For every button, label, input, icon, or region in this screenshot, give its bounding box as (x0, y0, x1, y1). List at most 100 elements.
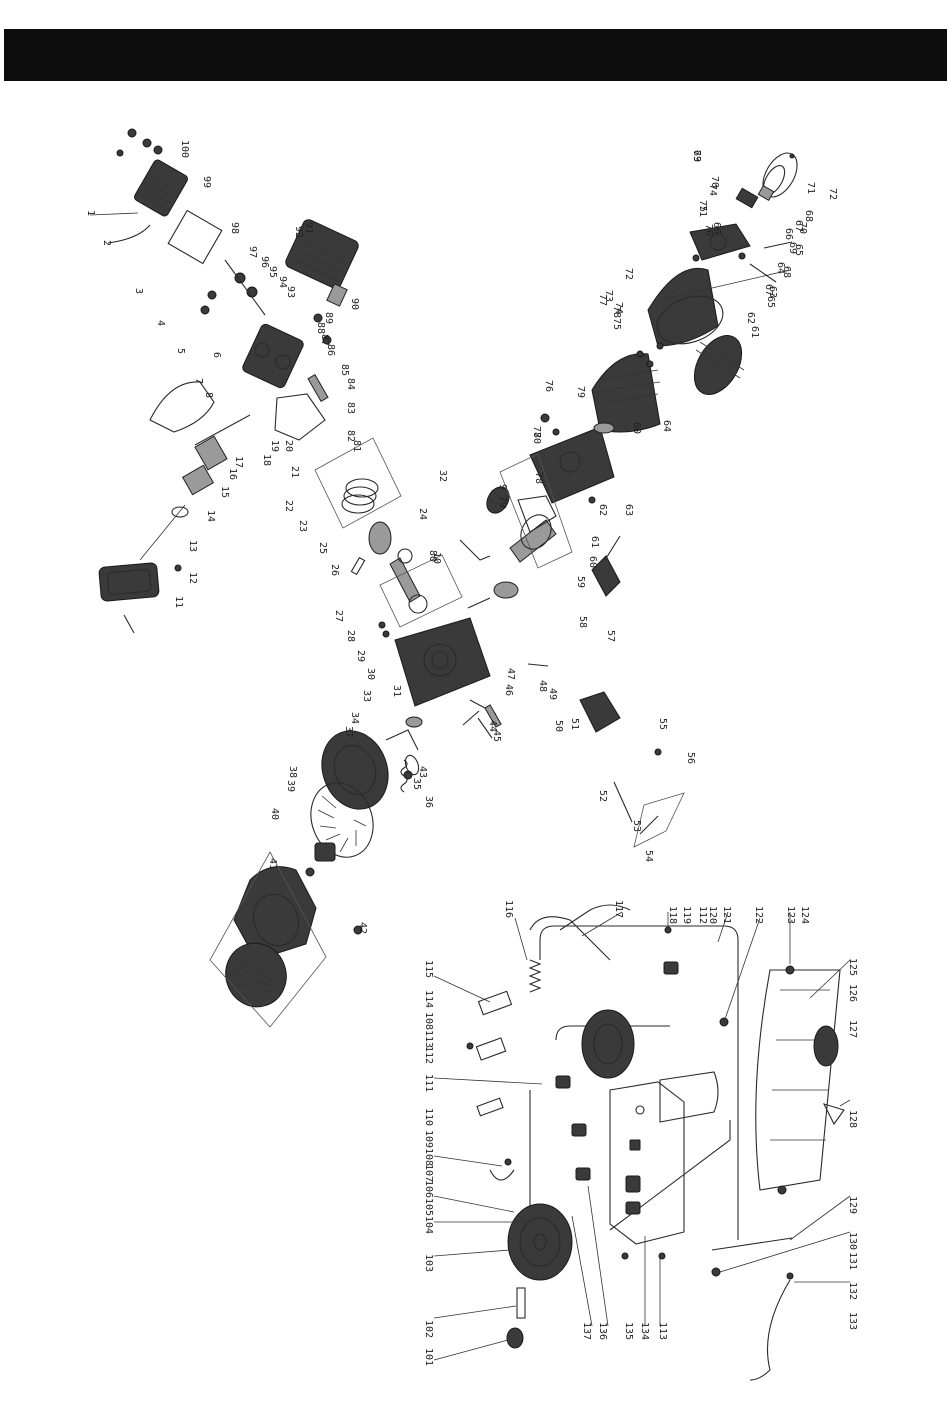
fan-cover (225, 942, 287, 1008)
part-number-label: 30 (365, 668, 376, 680)
part-number-label: 27 (333, 610, 344, 622)
vibration-spring (528, 959, 542, 993)
part-number-label: 88 (315, 322, 326, 334)
part-number-label: 3 (133, 288, 144, 294)
part-number-label: 72 (623, 268, 634, 280)
fuel-tank (755, 969, 841, 1191)
crankcase-cover (529, 426, 615, 504)
part-number-label: 61 (749, 326, 760, 338)
part-number-label: 75 (697, 200, 708, 212)
part-number-label: 45 (491, 730, 502, 742)
part-number-label: 5 (175, 348, 186, 354)
part-number-label: 137 (581, 1322, 592, 1340)
part-number-label: 82 (345, 430, 356, 442)
carburetor (181, 435, 228, 496)
part-number-label: 50 (553, 720, 564, 732)
part-number-label: 1 (85, 210, 96, 216)
part-number-label: 46 (503, 684, 514, 696)
part-number-label: 47 (505, 668, 516, 680)
part-number-label: 117 (613, 900, 624, 918)
part-number-label: 85 (339, 364, 350, 376)
muffler (285, 219, 359, 307)
part-number-label: 103 (423, 1254, 434, 1272)
part-number-label: 94 (277, 276, 288, 288)
part-number-label: 63 (623, 504, 634, 516)
control-panel (609, 1081, 685, 1245)
spark-plug (307, 374, 329, 402)
frame-assembly (466, 904, 845, 1381)
part-number-label: 123 (785, 906, 796, 924)
wheel-upper (581, 1009, 635, 1079)
part-number-label: 102 (423, 1320, 434, 1338)
part-number-label: 57 (605, 630, 616, 642)
part-number-label: 80 (531, 432, 542, 444)
part-number-label: 9 (497, 484, 508, 490)
alternator-part-labels: 6970686766656463626160717273747576777879… (427, 150, 814, 562)
part-number-label: 10 (431, 552, 442, 564)
part-number-label: 60 (631, 422, 642, 434)
part-number-label: 93 (285, 286, 296, 298)
part-number-label: 62 (597, 504, 608, 516)
part-number-label: 19 (269, 440, 280, 452)
part-number-label: 14 (205, 510, 216, 522)
part-number-label: 76 (703, 224, 714, 236)
heat-shield (149, 381, 215, 433)
part-number-label: 131 (847, 1252, 858, 1270)
rectifier (735, 184, 775, 209)
push-rods (194, 414, 251, 446)
rotor (693, 335, 745, 395)
part-number-label: 53 (631, 820, 642, 832)
engine-assembly (89, 128, 685, 1028)
part-number-label: 100 (179, 140, 190, 158)
part-number-label: 32 (437, 470, 448, 482)
part-number-label: 110 (423, 1108, 434, 1126)
part-number-label: 106 (423, 1180, 434, 1198)
part-number-label: 12 (187, 572, 198, 584)
part-number-label: 65 (793, 244, 804, 256)
part-number-label: 63 (767, 286, 778, 298)
fan-housing (591, 353, 661, 433)
part-number-label: 78 (611, 306, 622, 318)
header-bar (4, 29, 947, 81)
part-number-label: 2 (101, 240, 112, 246)
cooling-fan (310, 782, 374, 858)
part-number-label: 118 (667, 906, 678, 924)
part-number-label: 136 (597, 1322, 608, 1340)
piston-rings (341, 478, 379, 514)
piston (368, 521, 392, 555)
part-number-label: 52 (597, 790, 608, 802)
part-number-label: 89 (323, 312, 334, 324)
part-number-label: 64 (661, 420, 672, 432)
part-number-label: 73 (603, 290, 614, 302)
part-number-label: 125 (847, 958, 858, 976)
part-number-label: 121 (721, 906, 732, 924)
part-number-label: 87 (319, 334, 330, 346)
part-number-label: 120 (707, 906, 718, 924)
camshaft (486, 486, 510, 514)
support-leg (711, 1237, 793, 1251)
part-number-label: 65 (765, 296, 776, 308)
part-number-label: 40 (269, 808, 280, 820)
part-number-label: 130 (847, 1232, 858, 1250)
connecting-rod (389, 548, 428, 614)
part-number-label: 113 (423, 1030, 434, 1048)
part-number-label: 51 (569, 718, 580, 730)
part-number-label: 90 (349, 298, 360, 310)
part-number-label: 56 (685, 752, 696, 764)
cylinder-head (242, 323, 304, 389)
part-number-label: 7 (193, 378, 204, 384)
part-number-label: 59 (575, 576, 586, 588)
part-number-label: 71 (805, 182, 816, 194)
alternator-assembly (540, 152, 798, 436)
part-number-label: 49 (547, 688, 558, 700)
rocker-arms (200, 259, 266, 316)
part-number-label: 11 (173, 596, 184, 608)
crankshaft (509, 514, 557, 563)
part-number-label: 34 (349, 712, 360, 724)
part-number-label: 69 (787, 242, 798, 254)
part-number-label: 20 (283, 440, 294, 452)
part-number-label: 97 (247, 246, 258, 258)
part-number-label: 26 (329, 564, 340, 576)
